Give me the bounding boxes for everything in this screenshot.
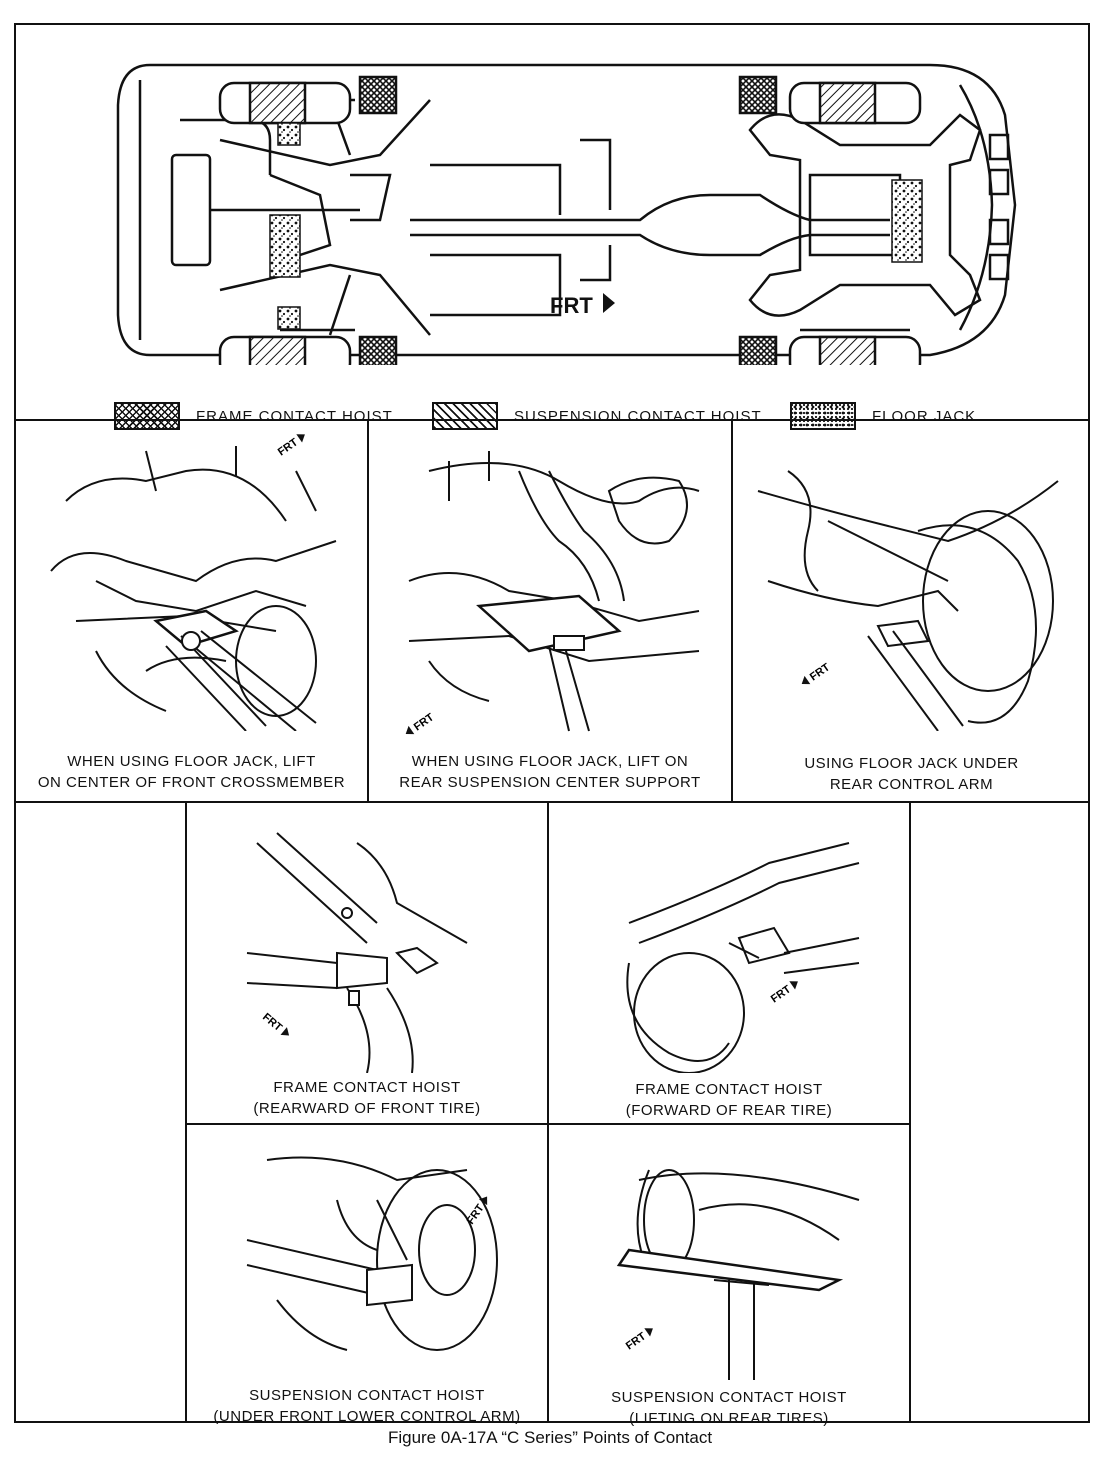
panel-caption: WHEN USING FLOOR JACK, LIFT ON REAR SUSP… xyxy=(369,751,731,793)
frame-contact-swatch xyxy=(114,402,180,430)
caption-line: USING FLOOR JACK UNDER xyxy=(804,755,1019,772)
front-arrow-icon xyxy=(280,1027,290,1036)
front-arrow-icon xyxy=(801,675,811,685)
front-arrow-icon xyxy=(296,434,305,443)
panel-caption: SUSPENSION CONTACT HOIST (UNDER FRONT LO… xyxy=(187,1385,547,1427)
front-arrow-icon xyxy=(603,293,615,313)
divider xyxy=(367,419,369,801)
suspension-hoist-rear-illustration: FRT xyxy=(616,1169,860,1380)
caption-line: REAR SUSPENSION CENTER SUPPORT xyxy=(399,774,701,791)
suspension-contact-swatch xyxy=(432,402,498,430)
panel-frame-rearward-front-tire: FRT FRAME CONTACT HOIST (REARWARD OF FRO… xyxy=(187,803,547,1123)
vehicle-underside-top-view: FRT xyxy=(116,63,1017,365)
front-arrow-icon xyxy=(789,981,798,990)
caption-line: (FORWARD OF REAR TIRE) xyxy=(625,1102,833,1119)
divider xyxy=(16,801,1088,803)
frt-marker: FRT xyxy=(465,1196,488,1227)
panel-susp-front-lower-arm: FRT SUSPENSION CONTACT HOIST (UNDER FRON… xyxy=(187,1125,547,1425)
panel-caption: SUSPENSION CONTACT HOIST (LIFTING ON REA… xyxy=(549,1387,909,1429)
panel-rear-control-arm: FRT USING FLOOR JACK UNDER REAR CONTROL … xyxy=(733,421,1090,801)
frt-label: FRT xyxy=(769,983,794,1005)
frt-marker: FRT xyxy=(769,981,798,1005)
diagram-frame: FRT FRAME CONTACT HOIST SUSPENSION CONTA… xyxy=(14,23,1090,1427)
divider xyxy=(16,419,1088,421)
caption-line: SUSPENSION CONTACT HOIST xyxy=(611,1389,847,1406)
caption-line: FRAME CONTACT HOIST xyxy=(273,1079,461,1096)
frt-marker: FRT xyxy=(260,1011,290,1036)
suspension-hoist-front-illustration: FRT xyxy=(246,1156,498,1351)
frt-label: FRT xyxy=(276,436,301,458)
panel-frame-forward-rear-tire: FRT FRAME CONTACT HOIST (FORWARD OF REAR… xyxy=(549,803,909,1123)
caption-line: (LIFTING ON REAR TIRES) xyxy=(629,1410,829,1427)
floor-jack-front-crossmember-illustration: FRT xyxy=(50,434,337,731)
divider xyxy=(547,801,549,1423)
frt-marker: FRT xyxy=(276,434,305,458)
figure-caption: Figure 0A-17A “C Series” Points of Conta… xyxy=(387,1428,713,1447)
frame-hoist-front-illustration: FRT xyxy=(246,832,468,1073)
panel-front-crossmember: FRT WHEN USING FLOOR JACK, LIFT ON CENTE… xyxy=(16,421,367,801)
caption-line: SUSPENSION CONTACT HOIST xyxy=(249,1387,485,1404)
caption-line: ON CENTER OF FRONT CROSSMEMBER xyxy=(37,774,346,791)
caption-line: WHEN USING FLOOR JACK, LIFT ON xyxy=(411,753,689,770)
frt-marker: FRT xyxy=(801,661,833,685)
divider xyxy=(731,419,733,801)
front-arrow-icon xyxy=(644,1328,653,1337)
frt-label: FRT xyxy=(412,711,437,733)
caption-line: WHEN USING FLOOR JACK, LIFT xyxy=(67,753,316,770)
frame-hoist-rear-illustration: FRT xyxy=(626,842,860,1073)
divider xyxy=(909,801,911,1423)
divider xyxy=(185,801,187,1423)
frt-marker: FRT xyxy=(405,711,437,735)
caption-line: FRAME CONTACT HOIST xyxy=(635,1081,823,1098)
frt-label: FRT xyxy=(550,293,593,318)
panel-rear-center-support: FRT WHEN USING FLOOR JACK, LIFT ON REAR … xyxy=(369,421,731,801)
floor-jack-rear-control-arm-illustration: FRT xyxy=(757,470,1059,731)
front-arrow-icon xyxy=(478,1196,488,1206)
caption-line: (UNDER FRONT LOWER CONTROL ARM) xyxy=(213,1408,521,1425)
panel-susp-rear-tires: FRT SUSPENSION CONTACT HOIST (LIFTING ON… xyxy=(549,1125,909,1427)
floor-jack-rear-support-illustration: FRT xyxy=(405,451,700,735)
floor-jack-swatch xyxy=(790,402,856,430)
frt-label: FRT xyxy=(808,661,833,683)
divider xyxy=(185,1123,911,1125)
frt-marker: FRT xyxy=(624,1328,653,1352)
frt-label: FRT xyxy=(624,1330,649,1352)
panel-caption: FRAME CONTACT HOIST (REARWARD OF FRONT T… xyxy=(187,1077,547,1119)
caption-line: (REARWARD OF FRONT TIRE) xyxy=(253,1100,481,1117)
front-arrow-icon xyxy=(405,725,415,735)
frt-label: FRT xyxy=(260,1011,284,1034)
panel-caption: FRAME CONTACT HOIST (FORWARD OF REAR TIR… xyxy=(549,1079,909,1121)
caption-line: REAR CONTROL ARM xyxy=(829,776,994,793)
frt-label: FRT xyxy=(465,1202,487,1227)
panel-caption: WHEN USING FLOOR JACK, LIFT ON CENTER OF… xyxy=(16,751,367,793)
panel-caption: USING FLOOR JACK UNDER REAR CONTROL ARM xyxy=(733,753,1090,795)
front-direction-marker: FRT xyxy=(550,293,615,318)
